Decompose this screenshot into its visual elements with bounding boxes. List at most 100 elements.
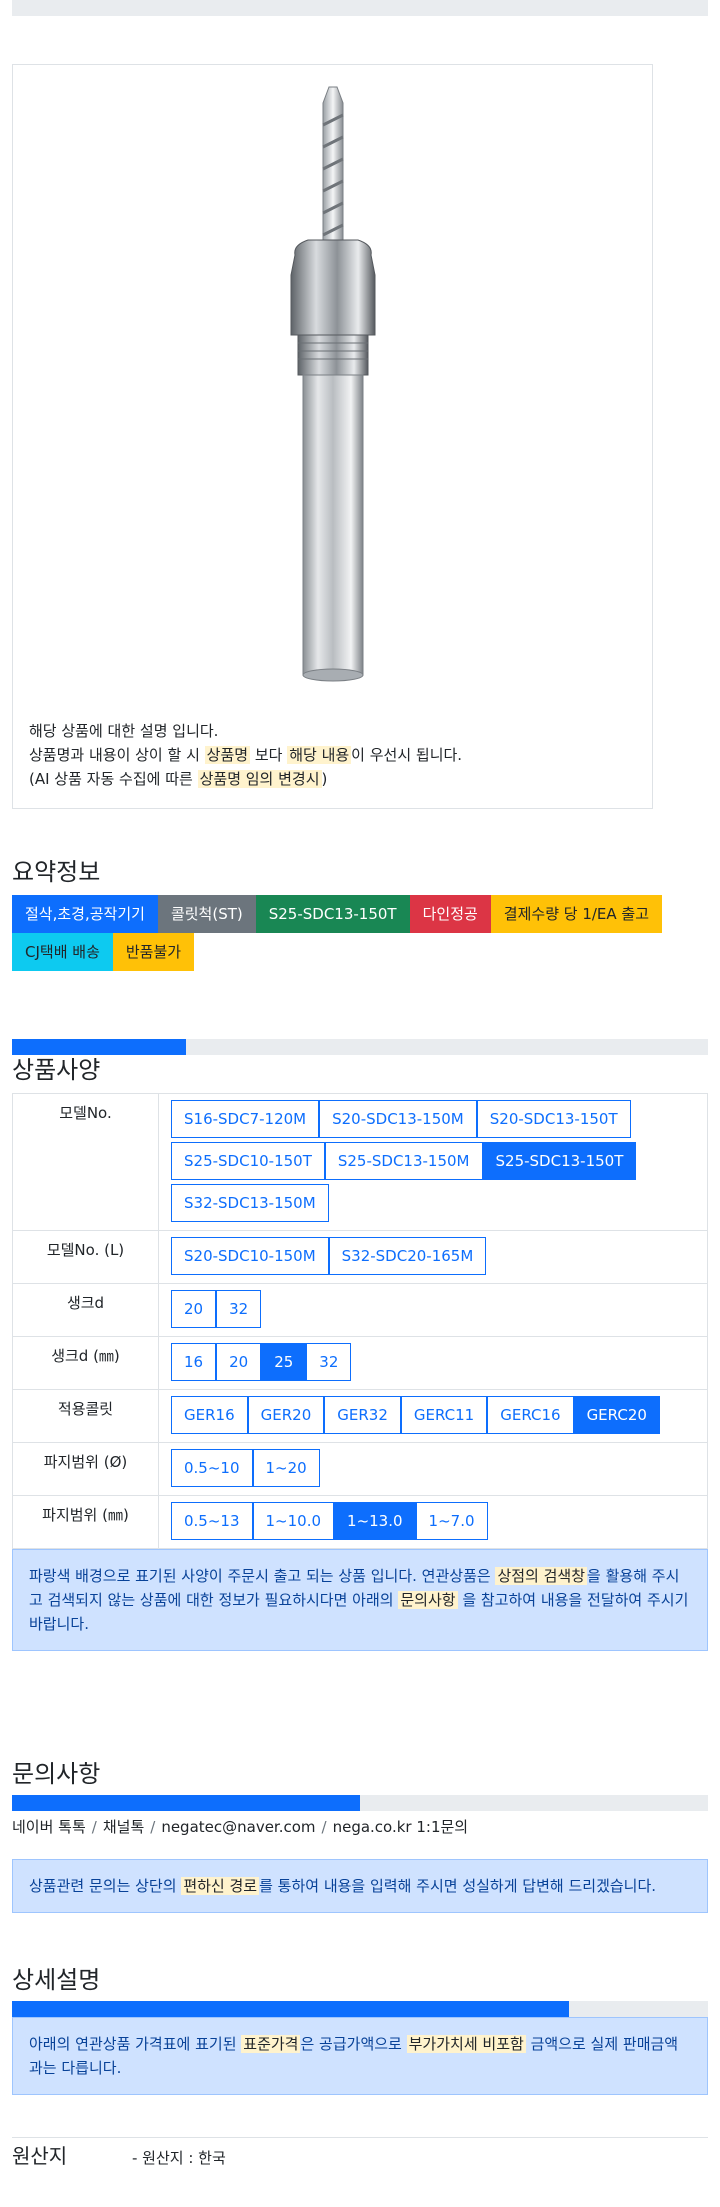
highlight-text: 편하신 경로 (181, 1877, 260, 1895)
spec-option-selected[interactable]: S25-SDC13-150T (482, 1142, 637, 1180)
spec-label: 모델No. (12, 1093, 159, 1231)
product-description: 해당 상품에 대한 설명 입니다.상품명과 내용이 상이 할 시 상품명 보다 … (29, 719, 462, 791)
highlight-text: 부가가치세 비포함 (406, 2035, 526, 2053)
text-segment: 보다 (250, 746, 288, 764)
spec-option-selected[interactable]: 1~13.0 (334, 1502, 416, 1540)
spec-label: 모델No. (L) (12, 1230, 159, 1284)
spec-option[interactable]: GER16 (171, 1396, 248, 1434)
spec-option[interactable]: S32-SDC13-150M (171, 1184, 329, 1222)
text-segment: 상품관련 문의는 상단의 (29, 1877, 182, 1895)
breadcrumb-separator: / (91, 1818, 97, 1836)
text-segment: 금액으로 실제 판매금액과는 다릅니다. (29, 2035, 679, 2077)
contact-link[interactable]: 네이버 톡톡 (12, 1818, 86, 1836)
spec-option[interactable]: 1~20 (252, 1449, 320, 1487)
text-segment: 해당 상품에 대한 설명 입니다. (29, 722, 219, 740)
spec-option[interactable]: S25-SDC13-150M (324, 1142, 483, 1180)
spec-notice: 파랑색 배경으로 표기된 사양이 주문시 출고 되는 상품 입니다. 연관상품은… (12, 1549, 708, 1651)
text-segment: 을 참고하여 내용을 전달하여 주시기 바랍니다. (29, 1591, 689, 1633)
detail-progress-bar (12, 2001, 708, 2017)
spec-option[interactable]: 0.5~10 (171, 1449, 253, 1487)
spec-option[interactable]: 20 (171, 1290, 217, 1328)
text-segment: 를 통하여 내용을 입력해 주시면 성실하게 답변해 드리겠습니다. (259, 1877, 657, 1895)
text-segment: 은 공급가액으로 (300, 2035, 407, 2053)
summary-badge: 결제수량 당 1/EA 출고 (490, 895, 663, 933)
spec-title: 상품사양 (12, 1056, 101, 1084)
origin-value: - 원산지 : 한국 (132, 2149, 226, 2167)
spec-option[interactable]: S20-SDC10-150M (171, 1237, 329, 1275)
spec-option[interactable]: S32-SDC20-165M (328, 1237, 487, 1275)
contact-link[interactable]: negatec@naver.com (161, 1818, 316, 1836)
summary-title: 요약정보 (12, 858, 101, 886)
spec-option[interactable]: S20-SDC13-150M (319, 1100, 477, 1138)
summary-badge: 콜릿척(ST) (157, 895, 256, 933)
contact-link[interactable]: nega.co.kr 1:1문의 (332, 1818, 469, 1836)
summary-badge: S25-SDC13-150T (255, 895, 410, 933)
summary-badge: CJ택배 배송 (12, 933, 113, 971)
spec-option[interactable]: GER20 (247, 1396, 325, 1434)
spec-option[interactable]: GERC16 (487, 1396, 574, 1434)
text-segment: 이 우선시 됩니다. (351, 746, 463, 764)
description-line: 해당 상품에 대한 설명 입니다. (29, 719, 462, 743)
text-segment: 을 활용해 주시고 검색되지 않는 상품에 대한 정보가 필요하시다면 아래의 (29, 1567, 680, 1609)
detail-progress-fill (12, 2001, 569, 2017)
text-segment: ) (321, 770, 328, 788)
contact-links: 네이버 톡톡 / 채널톡 / negatec@naver.com / nega.co.kr … (12, 1815, 708, 1839)
highlight-text: 해당 내용 (287, 746, 352, 764)
spec-option[interactable]: GER32 (324, 1396, 401, 1434)
text-segment: 아래의 연관상품 가격표에 표기된 (29, 2035, 242, 2053)
spec-option[interactable]: 1~10.0 (252, 1502, 335, 1540)
spec-label: 생크d (㎜) (12, 1336, 159, 1390)
highlight-text: 표준가격 (241, 2035, 301, 2053)
spec-option-selected[interactable]: 25 (261, 1343, 307, 1381)
breadcrumb-separator: / (321, 1818, 327, 1836)
spec-option-selected[interactable]: GERC20 (573, 1396, 660, 1434)
summary-badge: 다인정공 (409, 895, 491, 933)
text-segment: 상품명과 내용이 상이 할 시 (29, 746, 205, 764)
spec-option[interactable]: GERC11 (400, 1396, 488, 1434)
detail-title: 상세설명 (12, 1966, 101, 1994)
highlight-text: 상품명 임의 변경시 (197, 770, 322, 788)
inquiry-title: 문의사항 (12, 1760, 101, 1788)
top-progress-bar (12, 0, 708, 16)
spec-option[interactable]: S25-SDC10-150T (171, 1142, 325, 1180)
origin-row: 원산지 - 원산지 : 한국 (12, 2137, 708, 2169)
summary-badge: 반품불가 (112, 933, 195, 971)
spec-option[interactable]: S20-SDC13-150T (476, 1100, 631, 1138)
spec-option[interactable]: 32 (216, 1290, 262, 1328)
text-segment: (AI 상품 자동 수집에 따른 (29, 770, 198, 788)
spec-option[interactable]: 0.5~13 (171, 1502, 253, 1540)
spec-option[interactable]: 1~7.0 (415, 1502, 488, 1540)
summary-badge: 절삭,초경,공작기기 (12, 895, 158, 933)
inquiry-progress-bar (12, 1795, 708, 1811)
breadcrumb-separator: / (150, 1818, 156, 1836)
highlight-text: 상품명 (204, 746, 251, 764)
spec-option[interactable]: 16 (171, 1343, 217, 1381)
inquiry-progress-fill (12, 1795, 360, 1811)
spec-option[interactable]: 20 (216, 1343, 262, 1381)
highlight-text: 문의사항 (398, 1591, 458, 1609)
description-line: (AI 상품 자동 수집에 따른 상품명 임의 변경시) (29, 767, 462, 791)
contact-link[interactable]: 채널톡 (102, 1818, 145, 1836)
spec-option[interactable]: 32 (306, 1343, 352, 1381)
spec-progress-fill (12, 1039, 186, 1055)
highlight-text: 상점의 검색창 (495, 1567, 588, 1585)
spec-option[interactable]: S16-SDC7-120M (171, 1100, 320, 1138)
